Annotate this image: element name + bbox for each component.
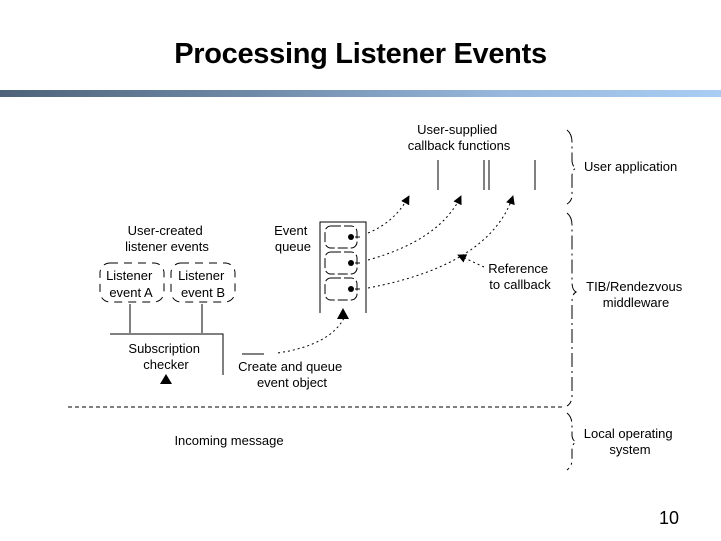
reference-label-line1: Reference xyxy=(488,261,548,276)
title-divider xyxy=(0,90,721,97)
layer-os-line1: Local operating xyxy=(584,426,673,441)
subscription-checker-line1: Subscription xyxy=(128,341,200,356)
brace-middleware xyxy=(566,212,578,407)
queue-entry-dot xyxy=(348,286,354,292)
callbacks-label-line1: User-supplied xyxy=(417,122,497,137)
layer-middleware-line1: TIB/Rendezvous xyxy=(586,279,683,294)
layer-os-line2: system xyxy=(609,442,650,457)
callback-arrow-1 xyxy=(367,195,410,234)
layer-user-application: User application xyxy=(584,159,677,174)
listener-b-box xyxy=(170,262,236,303)
layer-middleware: TIB/Rendezvous middleware xyxy=(586,279,686,310)
reference-label-line2: to callback xyxy=(489,277,551,292)
queue-entries xyxy=(324,225,360,301)
incoming-message-label: Incoming message xyxy=(174,433,283,448)
listener-events-label-line2: listener events xyxy=(125,239,209,254)
brace-user-application xyxy=(566,129,578,205)
callbacks-label: User-supplied callback functions xyxy=(408,122,511,153)
layer-user-application-text: User application xyxy=(584,159,677,174)
layer-middleware-line2: middleware xyxy=(603,295,669,310)
callback-functions xyxy=(437,160,536,190)
listener-events-label-line1: User-created xyxy=(128,223,203,238)
create-queue-line1: Create and queue xyxy=(238,359,342,374)
event-queue-label: Event queue xyxy=(274,223,311,254)
page-number: 10 xyxy=(658,508,679,528)
incoming-arrow-icon xyxy=(160,374,172,384)
queue-entry-dot xyxy=(348,260,354,266)
queue-entry xyxy=(324,251,360,275)
subscription-checker-label: Subscription checker xyxy=(128,341,203,372)
listener-b-line1: Listener xyxy=(178,268,225,283)
listener-b-label: Listener event B xyxy=(178,268,228,300)
slide-title: Processing Listener Events xyxy=(0,38,721,71)
create-queue-label: Create and queue event object xyxy=(238,359,346,390)
event-queue-box xyxy=(319,221,367,313)
listener-b-line2: event B xyxy=(181,285,225,300)
queue-entry xyxy=(324,277,360,301)
reference-label: Reference to callback xyxy=(488,261,552,292)
listener-a-line1: Listener xyxy=(106,268,153,283)
create-queue-line2: event object xyxy=(257,375,327,390)
event-queue-line1: Event xyxy=(274,223,308,238)
layer-os: Local operating system xyxy=(584,426,677,457)
checker-outline xyxy=(110,333,224,375)
create-queue-arrow xyxy=(277,317,345,354)
callback-arrows xyxy=(277,195,515,354)
listener-a-line2: event A xyxy=(109,285,153,300)
subscription-checker-frame xyxy=(110,304,224,375)
slide-title-text: Processing Listener Events xyxy=(174,38,547,70)
listener-events-label: User-created listener events xyxy=(125,223,209,254)
brace-os xyxy=(566,412,578,471)
queue-entry xyxy=(324,225,360,249)
subscription-checker-line2: checker xyxy=(143,357,189,372)
layer-braces xyxy=(566,129,578,471)
listener-a-box xyxy=(99,262,165,303)
callback-arrow-2 xyxy=(367,195,462,261)
queue-input-arrow-icon xyxy=(337,308,349,319)
queue-entry-dot xyxy=(348,234,354,240)
reference-pointer-arrow xyxy=(457,254,485,268)
callbacks-label-line2: callback functions xyxy=(408,138,511,153)
listener-a-label: Listener event A xyxy=(106,268,156,300)
event-queue-line2: queue xyxy=(275,239,311,254)
